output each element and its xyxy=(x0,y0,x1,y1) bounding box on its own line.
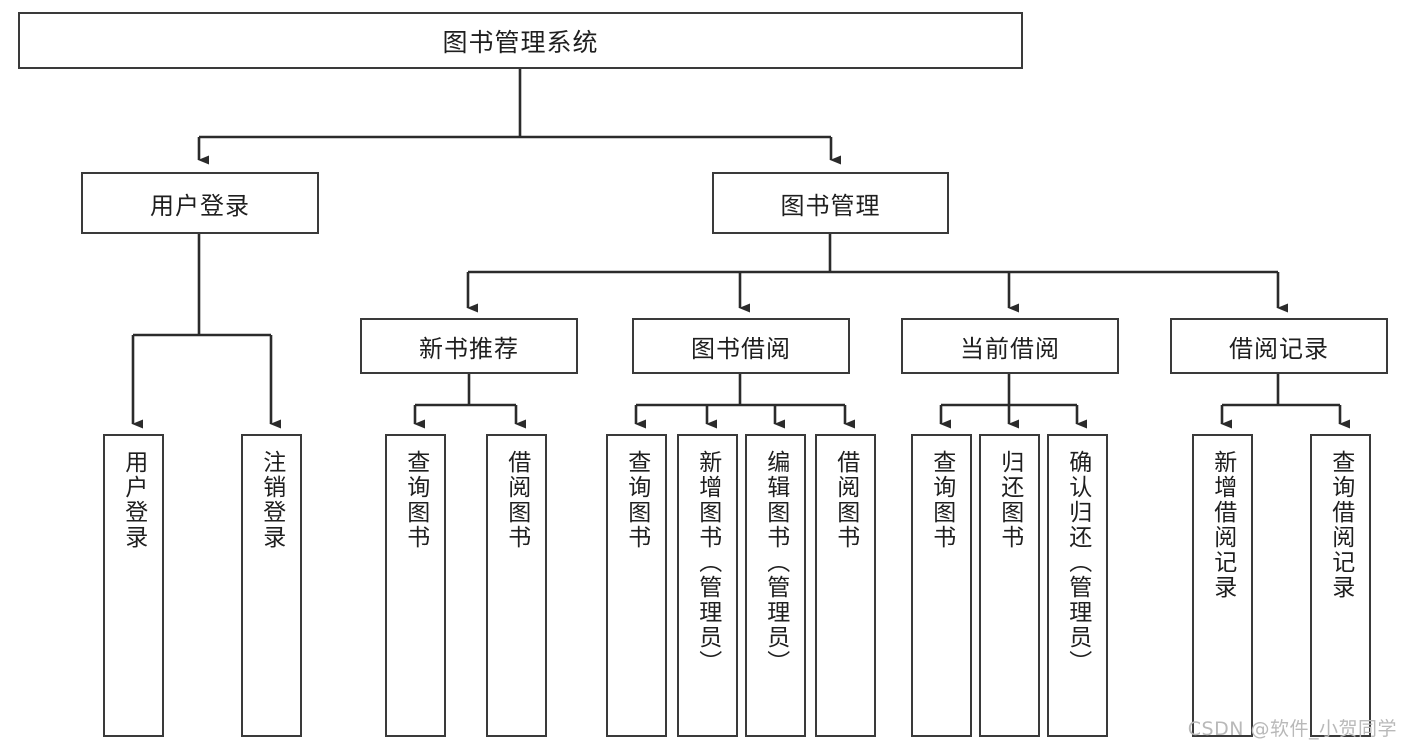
node-leaf-query-book-2: 查询图书 xyxy=(606,434,667,737)
node-leaf-query-book-1: 查询图书 xyxy=(385,434,446,737)
node-leaf-query-book-3-label: 查询图书 xyxy=(928,450,955,550)
node-leaf-query-book-2-label: 查询图书 xyxy=(623,450,650,550)
node-leaf-user-logout: 注销登录 xyxy=(241,434,302,737)
node-leaf-confirm-return-label: 确认归还（管理员） xyxy=(1064,450,1091,675)
node-book-borrow: 图书借阅 xyxy=(632,318,850,374)
csdn-watermark: CSDN @软件_小贺同学 xyxy=(1187,718,1397,740)
node-root-label: 图书管理系统 xyxy=(442,27,599,57)
node-leaf-user-login-label: 用户登录 xyxy=(120,450,147,550)
node-leaf-add-record: 新增借阅记录 xyxy=(1192,434,1253,737)
node-borrow-record-label: 借阅记录 xyxy=(1229,334,1329,363)
node-leaf-query-record-label: 查询借阅记录 xyxy=(1327,450,1354,600)
node-book-manage-label: 图书管理 xyxy=(780,191,881,220)
node-new-book-recommend-label: 新书推荐 xyxy=(419,334,519,363)
node-root: 图书管理系统 xyxy=(18,12,1023,69)
node-leaf-borrow-book-2-label: 借阅图书 xyxy=(832,450,859,550)
node-leaf-confirm-return: 确认归还（管理员） xyxy=(1047,434,1108,737)
node-book-borrow-label: 图书借阅 xyxy=(691,334,791,363)
node-leaf-add-book: 新增图书（管理员） xyxy=(677,434,738,737)
node-leaf-return-book: 归还图书 xyxy=(979,434,1040,737)
node-leaf-borrow-book-1: 借阅图书 xyxy=(486,434,547,737)
node-leaf-user-login: 用户登录 xyxy=(103,434,164,737)
node-leaf-query-record: 查询借阅记录 xyxy=(1310,434,1371,737)
node-leaf-query-book-1-label: 查询图书 xyxy=(402,450,429,550)
node-leaf-borrow-book-1-label: 借阅图书 xyxy=(503,450,530,550)
node-leaf-add-record-label: 新增借阅记录 xyxy=(1209,450,1236,600)
node-leaf-edit-book-label: 编辑图书（管理员） xyxy=(762,450,789,675)
node-leaf-add-book-label: 新增图书（管理员） xyxy=(694,450,721,675)
node-new-book-recommend: 新书推荐 xyxy=(360,318,578,374)
node-leaf-return-book-label: 归还图书 xyxy=(996,450,1023,550)
node-current-borrow-label: 当前借阅 xyxy=(960,334,1060,363)
node-user-login-label: 用户登录 xyxy=(150,191,250,220)
node-user-login: 用户登录 xyxy=(81,172,319,234)
node-current-borrow: 当前借阅 xyxy=(901,318,1119,374)
node-leaf-query-book-3: 查询图书 xyxy=(911,434,972,737)
node-leaf-user-logout-label: 注销登录 xyxy=(258,450,285,550)
node-leaf-borrow-book-2: 借阅图书 xyxy=(815,434,876,737)
node-book-manage: 图书管理 xyxy=(712,172,949,234)
node-leaf-edit-book: 编辑图书（管理员） xyxy=(745,434,806,737)
node-borrow-record: 借阅记录 xyxy=(1170,318,1388,374)
